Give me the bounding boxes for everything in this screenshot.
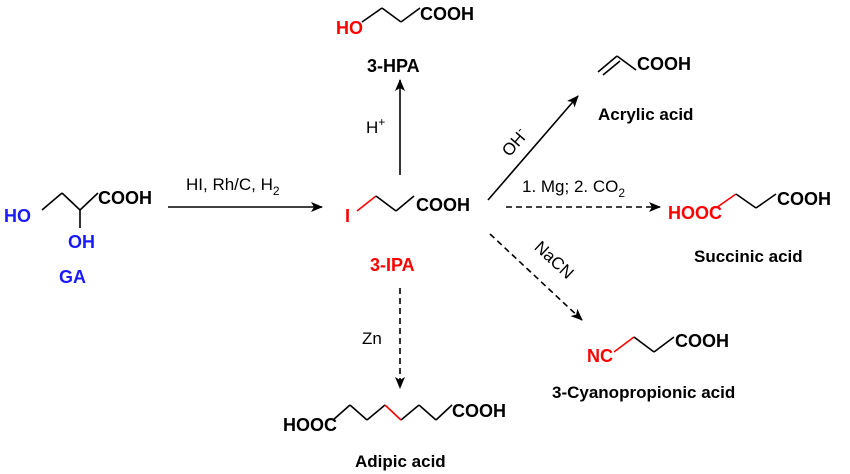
acrylic-double-bond-b bbox=[602, 60, 621, 76]
hpa-bond-3 bbox=[400, 7, 421, 23]
adipic-bond-1 bbox=[332, 404, 351, 421]
adipic-bond-2 bbox=[349, 404, 368, 421]
ga-oh-label: OH bbox=[68, 232, 95, 252]
ga-name: GA bbox=[59, 267, 86, 287]
succinic-name: Succinic acid bbox=[694, 247, 803, 266]
cyano-name: 3-Cyanopropionic acid bbox=[552, 383, 735, 402]
adipic-bond-5 bbox=[400, 404, 420, 421]
succinic-bond-3 bbox=[755, 193, 777, 209]
succinic-molecule: HOOC COOH Succinic acid bbox=[668, 189, 831, 266]
ipa-cooh-label: COOH bbox=[416, 195, 470, 215]
adipic-molecule: HOOC COOH Adipic acid bbox=[283, 401, 506, 471]
succinic-bond-1 bbox=[715, 193, 737, 209]
ga-bond-3 bbox=[79, 192, 99, 211]
adipic-cooh-label: COOH bbox=[452, 401, 506, 421]
adipic-name: Adipic acid bbox=[355, 452, 446, 471]
acrylic-double-bond-a bbox=[597, 55, 618, 73]
hpa-cooh-label: COOH bbox=[420, 4, 474, 24]
hpa-molecule: HO COOH 3-HPA bbox=[336, 4, 474, 76]
ga-ho-label: HO bbox=[4, 206, 31, 226]
ipa-bond-3 bbox=[395, 195, 415, 212]
acrylic-bond-2 bbox=[616, 55, 637, 71]
cyano-molecule: NC COOH 3-Cyanopropionic acid bbox=[552, 331, 735, 402]
adipic-bond-6 bbox=[418, 404, 437, 421]
ipa-bond-ci bbox=[356, 195, 377, 212]
hpa-bond-2 bbox=[381, 7, 402, 23]
adipic-bond-center bbox=[384, 404, 402, 421]
cyano-bond-2 bbox=[633, 336, 655, 353]
reagent-step1: HI, Rh/C, H2 bbox=[186, 175, 280, 198]
succinic-hooc-label: HOOC bbox=[668, 203, 722, 223]
ga-bond-2 bbox=[61, 192, 81, 211]
ga-cooh-label: COOH bbox=[98, 188, 152, 208]
reagent-zn: Zn bbox=[362, 329, 382, 348]
cyano-bond-1 bbox=[613, 336, 635, 353]
hpa-bond-1 bbox=[361, 7, 383, 23]
adipic-bond-3 bbox=[366, 404, 386, 421]
reagent-mg: 1. Mg; 2. CO2 bbox=[522, 177, 625, 200]
succinic-bond-2 bbox=[735, 193, 757, 209]
hpa-name: 3-HPA bbox=[367, 56, 420, 76]
reagent-nacn: NaCN bbox=[531, 237, 578, 282]
acrylic-molecule: COOH Acrylic acid bbox=[597, 54, 693, 124]
ipa-molecule: I COOH 3-IPA bbox=[345, 195, 470, 275]
adipic-hooc-label: HOOC bbox=[283, 415, 337, 435]
arrow-ipa-to-acrylic bbox=[487, 95, 579, 201]
ipa-name: 3-IPA bbox=[370, 255, 415, 275]
acrylic-name: Acrylic acid bbox=[598, 105, 693, 124]
acrylic-cooh-label: COOH bbox=[637, 54, 691, 74]
adipic-bond-7 bbox=[435, 404, 453, 421]
succinic-cooh-label: COOH bbox=[777, 189, 831, 209]
cyano-nc-label: NC bbox=[587, 346, 613, 366]
arrow-ipa-to-cyano bbox=[489, 233, 583, 321]
cyano-bond-3 bbox=[653, 336, 675, 353]
ga-bond-1 bbox=[41, 192, 63, 211]
reagent-h-plus: H+ bbox=[366, 115, 385, 137]
ga-molecule: HO OH COOH GA bbox=[4, 188, 152, 287]
hpa-ho-label: HO bbox=[336, 18, 363, 38]
cyano-cooh-label: COOH bbox=[675, 331, 729, 351]
ipa-bond-2 bbox=[375, 195, 397, 212]
reagent-nacn-group: NaCN bbox=[531, 237, 578, 282]
ipa-iodine-label: I bbox=[345, 206, 350, 226]
